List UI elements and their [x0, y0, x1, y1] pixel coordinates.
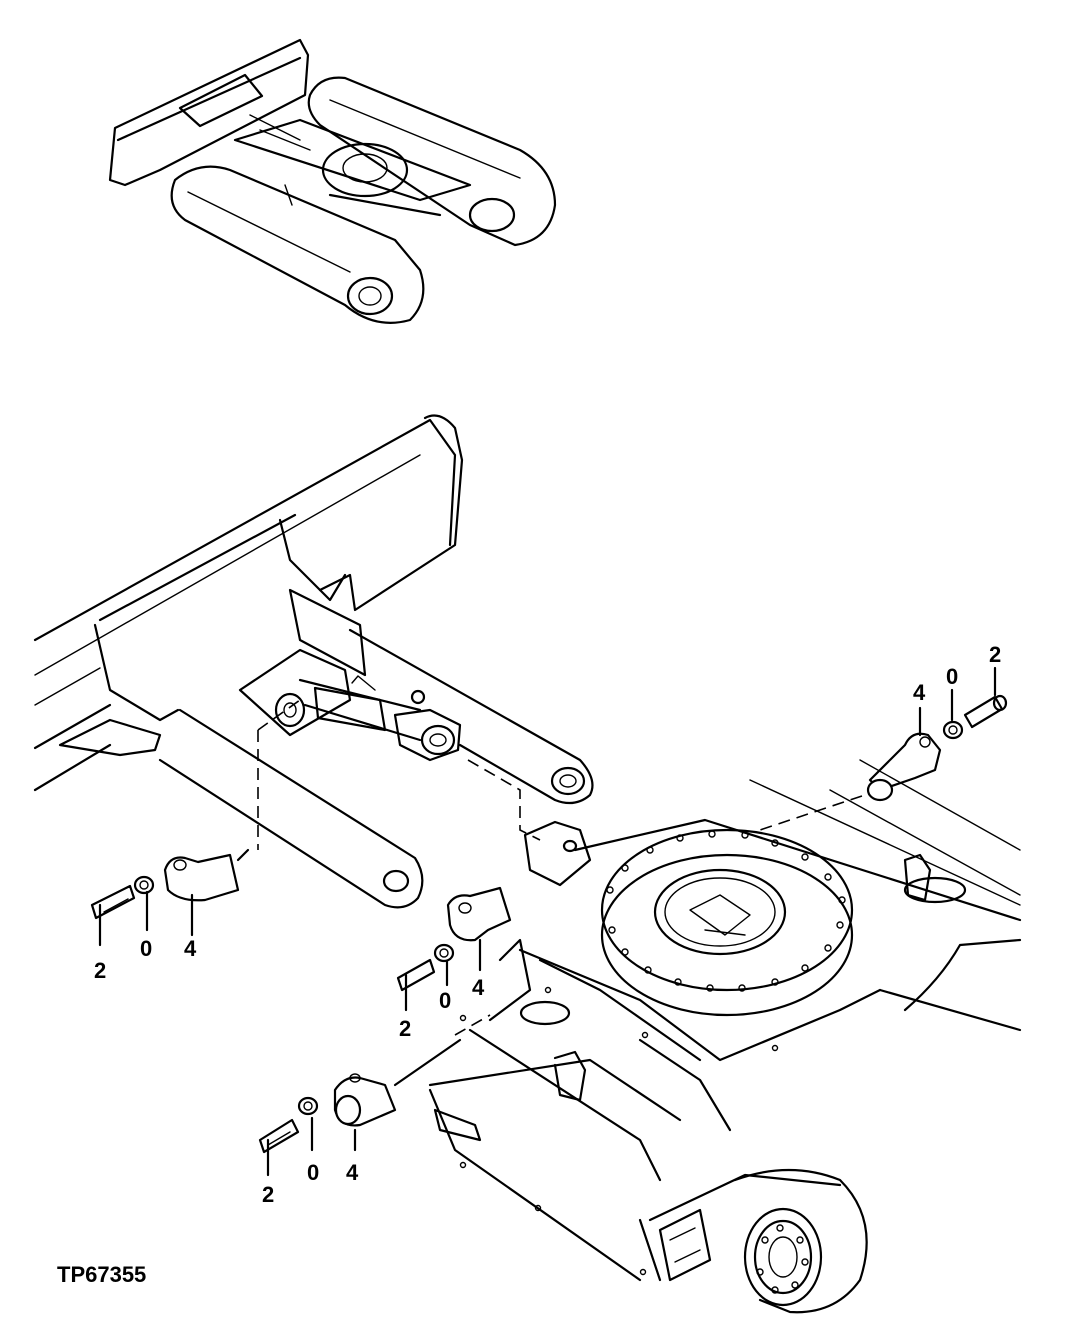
callout-lower-bolt: 2: [262, 1182, 274, 1207]
assembly-leader-lines: [257, 699, 881, 1036]
callout-lower-washer: 0: [307, 1160, 319, 1185]
callout-right-bolt: 2: [989, 642, 1001, 667]
callout-left-washer: 0: [140, 936, 152, 961]
callout-center-bracket: 4: [472, 975, 485, 1000]
swing-bearing: [600, 828, 854, 1017]
hardware-right-group: [866, 666, 1008, 802]
hardware-left-group: [90, 848, 250, 947]
callout-labels: 2 0 4 2 0 4 2 0 4 2 0 4: [94, 642, 1001, 1207]
callout-right-washer: 0: [946, 664, 958, 689]
callout-center-bolt: 2: [399, 1016, 411, 1041]
callout-lower-bracket: 4: [346, 1160, 359, 1185]
overview-undercarriage: [108, 38, 557, 324]
idler-wheel: [658, 1168, 868, 1314]
blade-assembly: [33, 414, 464, 792]
track-frame: [428, 759, 1022, 1282]
callout-center-washer: 0: [439, 988, 451, 1013]
callout-left-bolt: 2: [94, 958, 106, 983]
blade-cylinder: [238, 648, 462, 762]
frame-rivets: [459, 986, 779, 1276]
hardware-lower-group: [258, 1038, 462, 1177]
figure-reference-code: TP67355: [57, 1262, 146, 1287]
hardware-center-group: [396, 886, 512, 1012]
callout-left-bracket: 4: [184, 936, 197, 961]
blade-arms: [158, 588, 594, 909]
callout-right-bracket: 4: [913, 680, 926, 705]
bearing-bolt-holes: [606, 830, 846, 992]
